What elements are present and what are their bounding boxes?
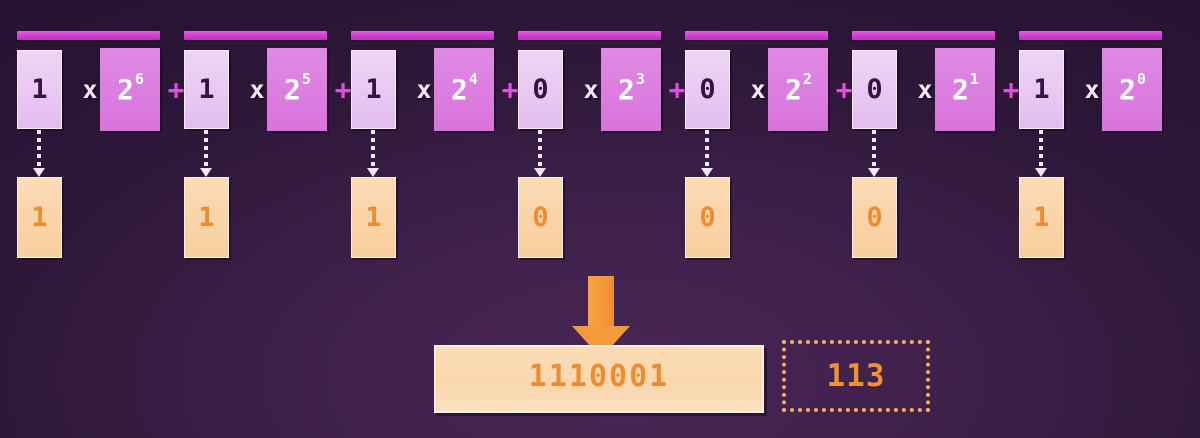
power-exponent: 3	[635, 70, 645, 88]
dotted-down-arrow-icon	[33, 130, 45, 180]
group-accent-bar	[351, 31, 494, 40]
group-accent-bar	[1019, 31, 1162, 40]
bit-value: 1	[198, 74, 215, 105]
group-accent-bar	[852, 31, 995, 40]
dotted-down-arrow-icon	[1035, 130, 1047, 180]
plus-operator: +	[668, 72, 686, 106]
extracted-bit-box[interactable]: 1	[351, 177, 396, 258]
extracted-bit-box[interactable]: 0	[852, 177, 897, 258]
power-base: 2	[952, 72, 969, 106]
extracted-bit-box[interactable]: 1	[184, 177, 229, 258]
decimal-result-value: 113	[826, 357, 886, 394]
plus-operator: +	[835, 72, 853, 106]
bit-box[interactable]: 1	[1019, 50, 1064, 129]
extracted-bit-value: 1	[1033, 202, 1050, 233]
bit-box[interactable]: 0	[685, 50, 730, 129]
power-exponent: 6	[134, 70, 144, 88]
plus-operator: +	[334, 72, 352, 106]
extracted-bit-value: 1	[198, 202, 215, 233]
bit-box[interactable]: 0	[852, 50, 897, 129]
power-exponent: 5	[301, 70, 311, 88]
multiply-operator: x	[1084, 75, 1100, 104]
extracted-bit-box[interactable]: 1	[1019, 177, 1064, 258]
decimal-result-box[interactable]: 113	[782, 340, 930, 412]
multiply-operator: x	[82, 75, 98, 104]
bit-value: 1	[1033, 74, 1050, 105]
power-exponent: 0	[1136, 70, 1146, 88]
binary-result-value: 1110001	[528, 359, 670, 394]
multiply-operator: x	[249, 75, 265, 104]
extracted-bit-value: 1	[31, 202, 48, 233]
power-base: 2	[284, 72, 301, 106]
extracted-bit-value: 1	[365, 202, 382, 233]
extracted-bit-box[interactable]: 1	[17, 177, 62, 258]
power-exponent: 4	[468, 70, 478, 88]
extracted-bit-value: 0	[866, 202, 883, 233]
bit-value: 0	[866, 74, 883, 105]
multiply-operator: x	[416, 75, 432, 104]
bit-box[interactable]: 0	[518, 50, 563, 129]
dotted-down-arrow-icon	[534, 130, 546, 180]
power-exponent: 2	[802, 70, 812, 88]
bit-value: 0	[532, 74, 549, 105]
dotted-down-arrow-icon	[868, 130, 880, 180]
extracted-bit-box[interactable]: 0	[685, 177, 730, 258]
plus-operator: +	[501, 72, 519, 106]
dotted-down-arrow-icon	[200, 130, 212, 180]
bit-value: 1	[365, 74, 382, 105]
bit-box[interactable]: 1	[184, 50, 229, 129]
extracted-bit-box[interactable]: 0	[518, 177, 563, 258]
bit-value: 0	[699, 74, 716, 105]
bit-box[interactable]: 1	[351, 50, 396, 129]
multiply-operator: x	[917, 75, 933, 104]
power-base: 2	[1119, 72, 1136, 106]
dotted-down-arrow-icon	[701, 130, 713, 180]
group-accent-bar	[518, 31, 661, 40]
group-accent-bar	[184, 31, 327, 40]
power-exponent: 1	[969, 70, 979, 88]
extracted-bit-value: 0	[699, 202, 716, 233]
extracted-bit-value: 0	[532, 202, 549, 233]
power-base: 2	[785, 72, 802, 106]
group-accent-bar	[17, 31, 160, 40]
dotted-down-arrow-icon	[367, 130, 379, 180]
bit-value: 1	[31, 74, 48, 105]
group-accent-bar	[685, 31, 828, 40]
power-base: 2	[117, 72, 134, 106]
power-base: 2	[451, 72, 468, 106]
power-base: 2	[618, 72, 635, 106]
multiply-operator: x	[750, 75, 766, 104]
binary-result-box[interactable]: 1110001	[434, 345, 764, 413]
multiply-operator: x	[583, 75, 599, 104]
plus-operator: +	[1002, 72, 1020, 106]
plus-operator: +	[167, 72, 185, 106]
bit-box[interactable]: 1	[17, 50, 62, 129]
